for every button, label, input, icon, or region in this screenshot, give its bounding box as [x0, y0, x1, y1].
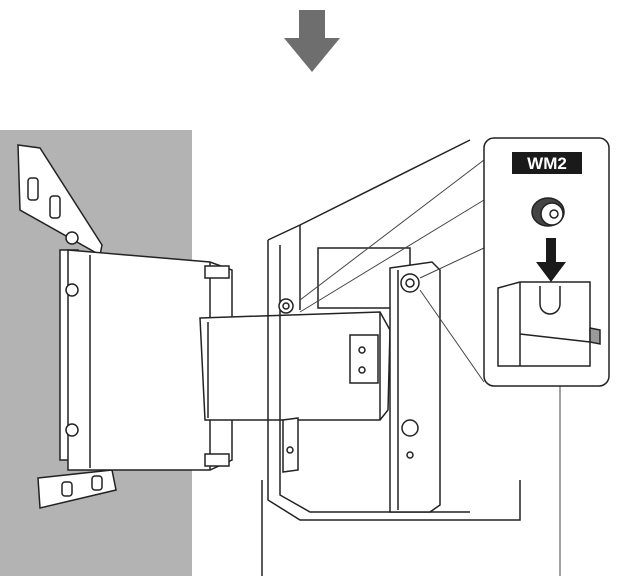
wall-plate-bottom [37, 469, 117, 509]
wm2-label-bg [512, 152, 582, 174]
wm2-label: WM2 [527, 154, 567, 173]
screw-icon [278, 273, 420, 314]
callout-box: WM2 [483, 137, 610, 387]
keyhole-slot [497, 281, 601, 367]
wm2-screw-icon [531, 197, 565, 227]
tv-bracket [282, 261, 441, 513]
callout-leaders [299, 159, 561, 576]
wall-bracket [59, 249, 233, 471]
wall-plate-top [17, 144, 103, 257]
insert-arrow-icon [536, 238, 566, 282]
mount-arm [199, 311, 391, 421]
step-arrow-icon [284, 10, 340, 72]
